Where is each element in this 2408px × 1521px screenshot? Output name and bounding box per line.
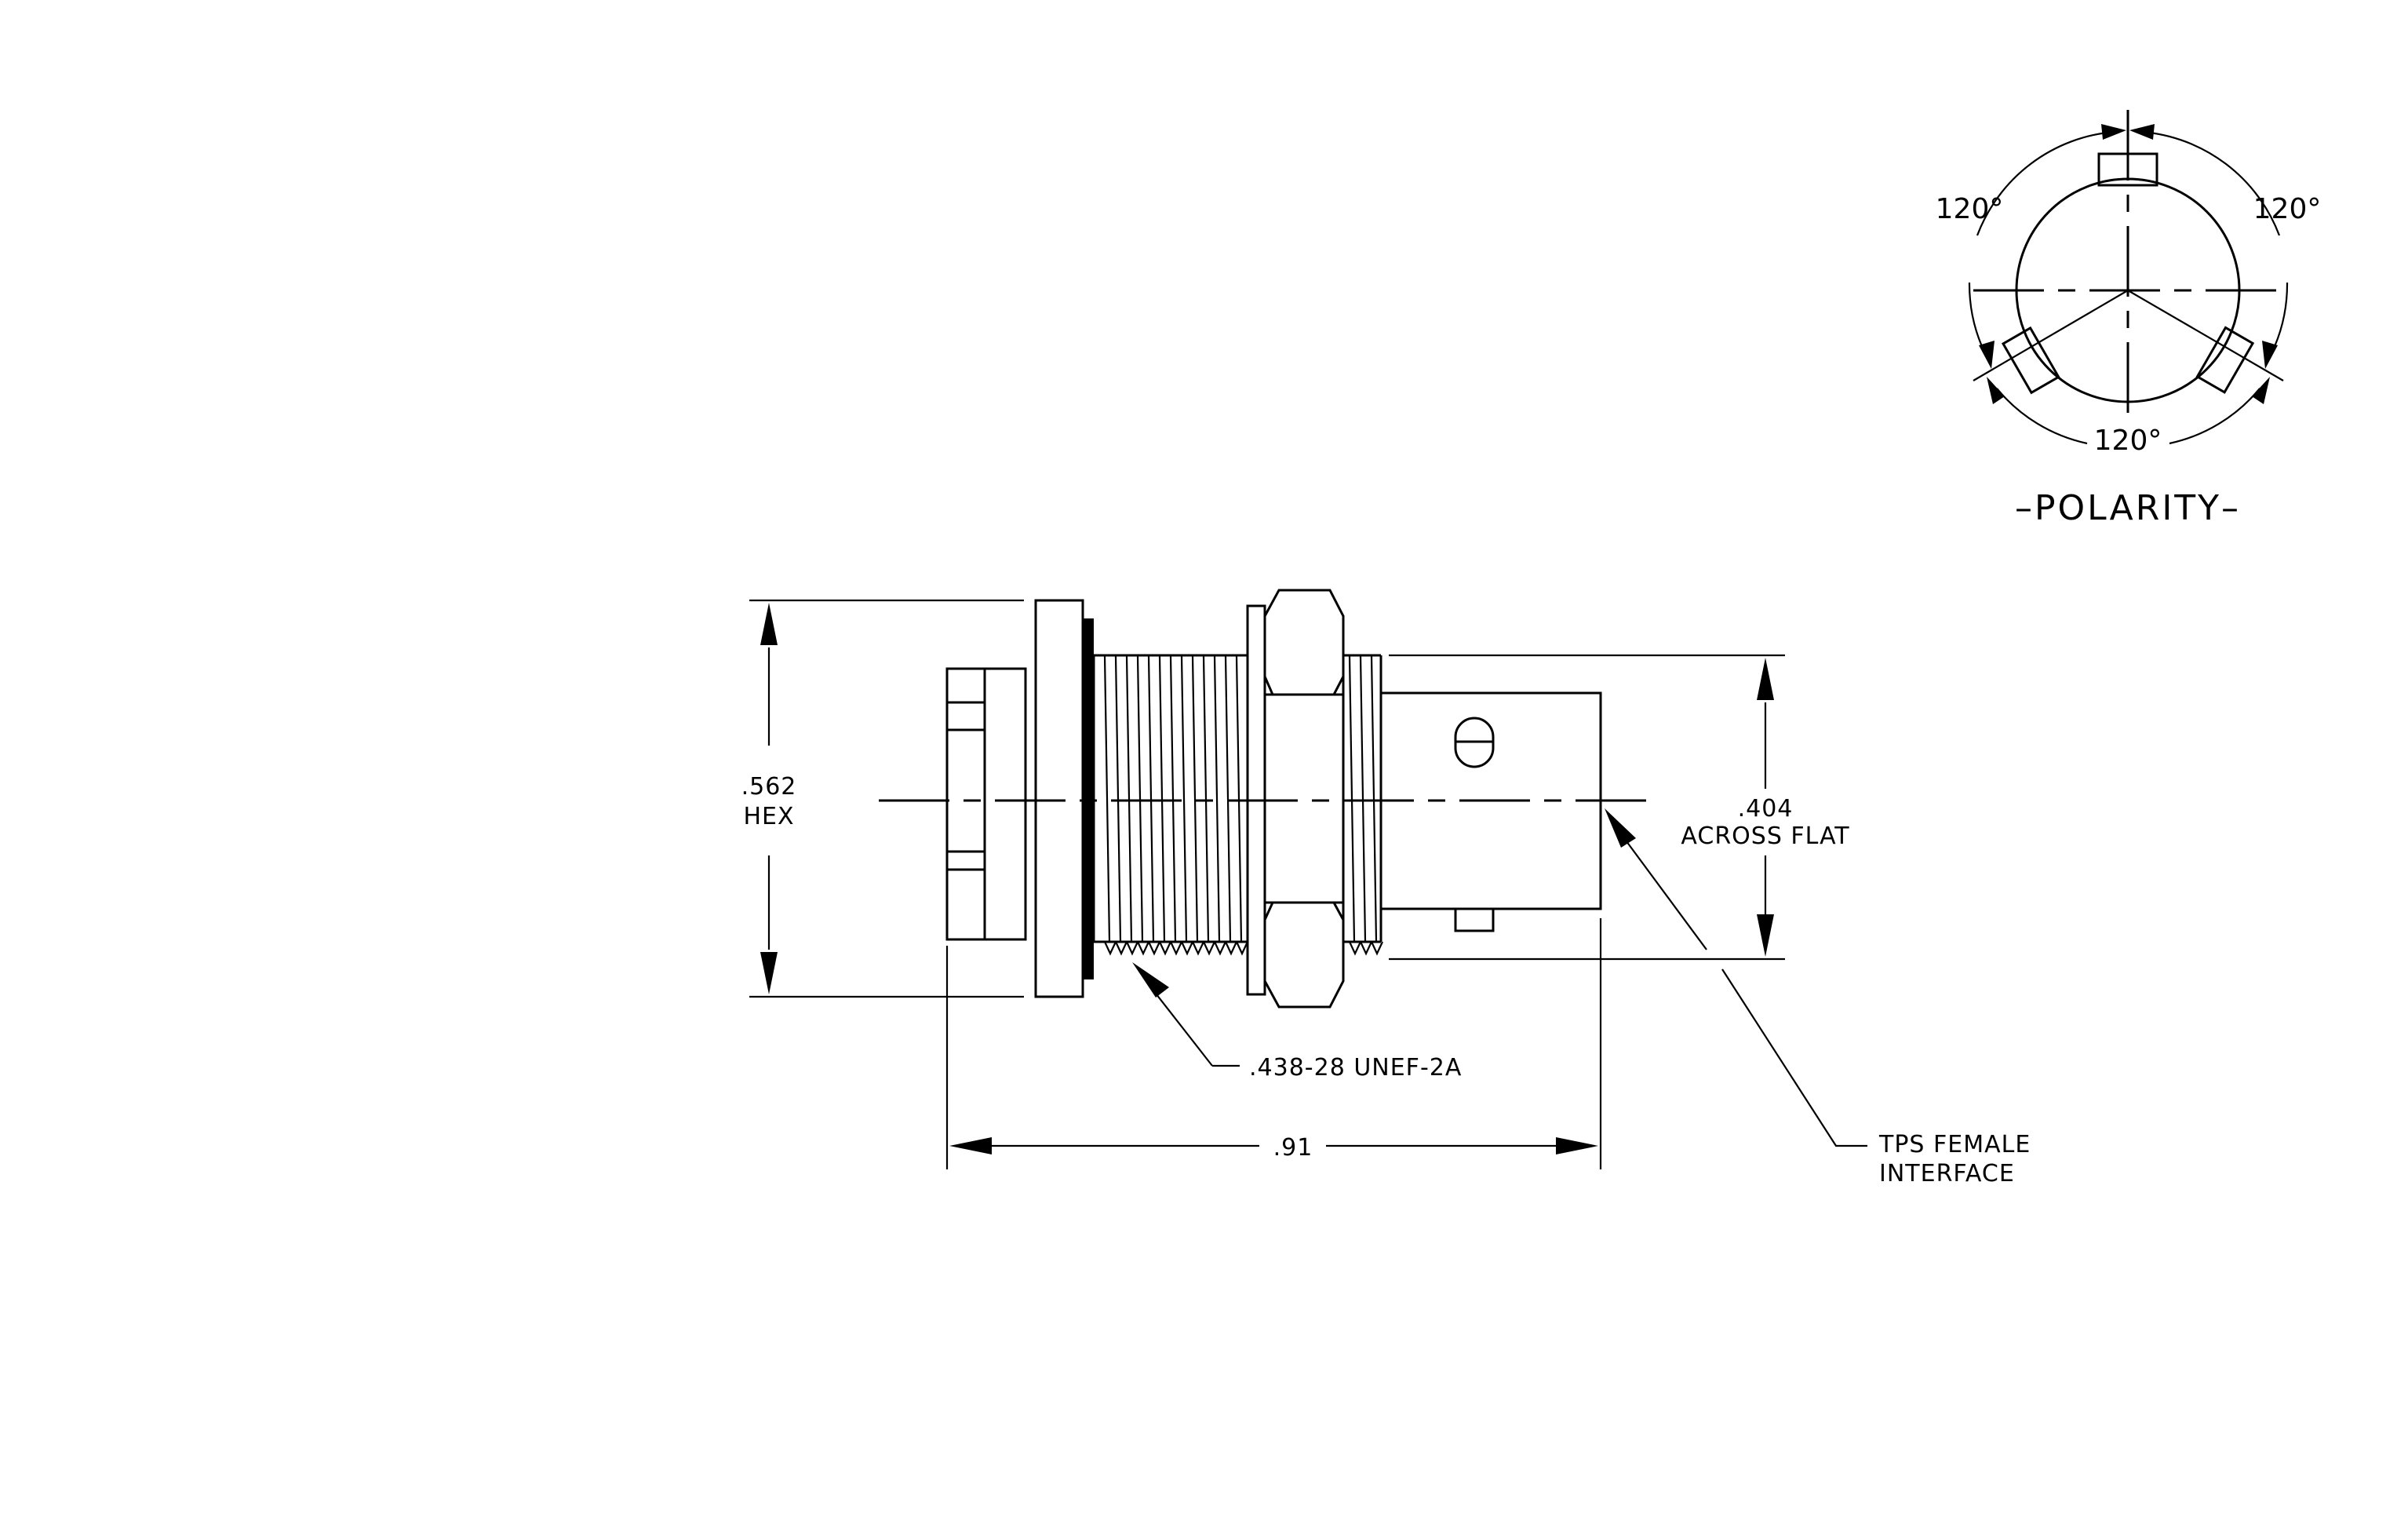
thread-tooth — [1192, 941, 1204, 956]
hex-label: HEX — [743, 803, 794, 830]
thread-line — [1103, 655, 1111, 943]
length-value: .91 — [1273, 1134, 1313, 1162]
thread-line — [1235, 655, 1243, 943]
thread-line — [1158, 655, 1166, 943]
thread-line — [1359, 655, 1367, 943]
thread-tooth — [1349, 941, 1361, 956]
thread-tooth — [1115, 941, 1127, 956]
thread-tooth — [1126, 941, 1138, 956]
hex-nut — [1263, 589, 1345, 1009]
thread-line — [1147, 655, 1155, 943]
thread-tooth — [1236, 941, 1248, 956]
thread-tooth — [1159, 941, 1171, 956]
thread-callout: .438-28 UNEF-2A — [1132, 962, 1462, 1081]
thread-line — [1125, 655, 1133, 943]
thread-tooth — [1225, 941, 1237, 956]
hex-value: .562 — [741, 773, 797, 801]
thread-line — [1191, 655, 1199, 943]
polarity-view: 120° 120° 120° –POLARITY– — [1936, 110, 2322, 528]
interface-barrel — [1379, 691, 1602, 932]
threads-right — [1343, 654, 1383, 956]
thread-tooth — [1203, 941, 1215, 956]
thread-tooth — [1371, 941, 1383, 956]
hex-dimension: .562 HEX — [741, 599, 1024, 998]
flat-dimension: .404 ACROSS FLAT — [1389, 654, 1849, 961]
polarity-key-right — [2195, 326, 2255, 394]
thread-line — [1213, 655, 1221, 943]
length-dimension: .91 — [945, 918, 1602, 1169]
polarity-angle-bottom: 120° — [2094, 425, 2162, 457]
polarity-title: –POLARITY– — [2015, 488, 2241, 528]
thread-line — [1202, 655, 1210, 943]
thread-line — [1114, 655, 1122, 943]
thread-tooth — [1360, 941, 1372, 956]
polarity-key-left — [2001, 326, 2060, 395]
thread-tooth — [1148, 941, 1160, 956]
thread-line — [1370, 655, 1378, 943]
thread-tooth — [1181, 941, 1193, 956]
thread-line — [1136, 655, 1144, 943]
polarity-angle-right: 120° — [2253, 193, 2322, 225]
thread-line — [1348, 655, 1356, 943]
interface-label-line1: TPS FEMALE — [1878, 1131, 2031, 1158]
interface-label-line2: INTERFACE — [1879, 1160, 2015, 1187]
thread-tooth — [1137, 941, 1149, 956]
jam-nut — [945, 667, 1027, 941]
thread-line — [1224, 655, 1232, 943]
thread-label: .438-28 UNEF-2A — [1249, 1054, 1462, 1081]
thread-line — [1180, 655, 1188, 943]
connector-side-view — [879, 589, 1656, 1009]
flat-value: .404 — [1738, 795, 1794, 823]
interface-callout: TPS FEMALE INTERFACE — [1605, 808, 2031, 1187]
thread-line — [1169, 655, 1177, 943]
flat-label: ACROSS FLAT — [1681, 823, 1849, 850]
thread-tooth — [1170, 941, 1182, 956]
thread-tooth — [1214, 941, 1226, 956]
flange — [1034, 599, 1084, 998]
threaded-body — [1092, 654, 1248, 956]
thread-tooth — [1104, 941, 1117, 956]
polarity-angle-left: 120° — [1936, 193, 2004, 225]
gasket — [1083, 618, 1094, 979]
